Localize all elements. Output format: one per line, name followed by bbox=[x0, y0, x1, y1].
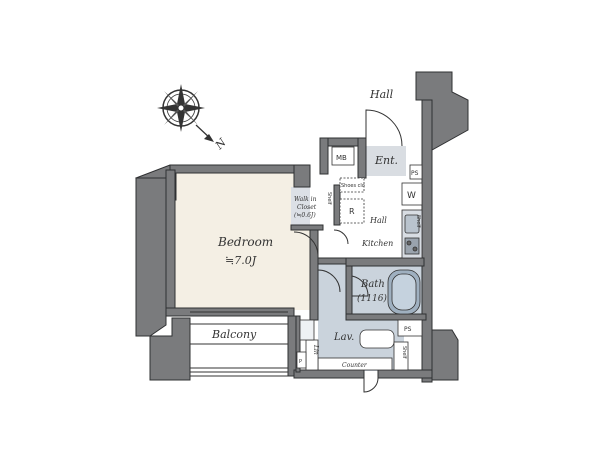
shelf-lav-label: Shelf bbox=[401, 346, 407, 359]
mb-label: MB bbox=[336, 154, 347, 162]
shelf-lav-box bbox=[393, 341, 409, 371]
bath-size: (1116) bbox=[357, 293, 387, 304]
closet-size: (≒0.6J) bbox=[294, 212, 316, 219]
shoes-closet-box bbox=[339, 177, 365, 193]
kitchen-sink bbox=[404, 214, 420, 234]
bedroom-size: ≒7.0J bbox=[225, 254, 257, 267]
lavatory-door[interactable] bbox=[317, 269, 341, 293]
doors bbox=[190, 109, 403, 393]
balcony-railing bbox=[189, 323, 289, 377]
counter-label: Counter bbox=[342, 362, 368, 369]
ps-top-box bbox=[409, 164, 423, 180]
bedroom-name: Bedroom bbox=[217, 235, 273, 249]
ps-small-label: P bbox=[299, 359, 302, 365]
entrance-label: Ent. bbox=[374, 154, 398, 167]
kitchen-label: Kitchen bbox=[361, 239, 393, 248]
shelf-closet-label: Shelf bbox=[326, 192, 332, 205]
ps-small-box bbox=[296, 351, 307, 369]
closet-name-line2: Closet bbox=[297, 204, 317, 211]
refrigerator-label: R bbox=[349, 207, 355, 216]
bath-name: Bath bbox=[360, 279, 385, 290]
mb-box bbox=[331, 146, 355, 166]
linen-label: Lin bbox=[312, 344, 319, 355]
outer-hall-label: Hall bbox=[369, 88, 394, 101]
labels: Hall MB Ent. PS Shoes clo W Walk in Clos… bbox=[211, 88, 421, 369]
bedroom-floor bbox=[175, 173, 310, 310]
bottom-door[interactable] bbox=[363, 377, 379, 393]
bath-door[interactable] bbox=[351, 275, 369, 297]
washer-label: W bbox=[407, 191, 416, 201]
closet-door[interactable] bbox=[333, 229, 349, 245]
bedroom-door[interactable] bbox=[293, 231, 319, 257]
entrance-floor bbox=[364, 146, 406, 176]
balcony-label: Balcony bbox=[211, 328, 257, 341]
inner-hall-label: Hall bbox=[369, 216, 387, 225]
washer-box bbox=[401, 182, 423, 206]
ps-bottom-box bbox=[397, 319, 423, 337]
refrigerator-box bbox=[339, 198, 365, 224]
kitchen-stove bbox=[404, 237, 420, 255]
compass-north-label: N bbox=[212, 136, 229, 153]
closet-name-line1: Walk in bbox=[294, 196, 317, 203]
washbasin bbox=[359, 329, 395, 349]
lavatory-label: Lav. bbox=[333, 332, 354, 343]
shelf-kitchen-label: Shelf bbox=[415, 215, 421, 228]
fixtures bbox=[296, 146, 423, 371]
lav-washing-unit bbox=[299, 319, 315, 341]
ps-bottom-label: PS bbox=[404, 326, 412, 333]
entrance-door[interactable] bbox=[365, 109, 403, 147]
compass-rose-icon bbox=[157, 84, 214, 142]
ps-top-label: PS bbox=[411, 170, 419, 177]
shoes-closet-label: Shoes clo bbox=[341, 183, 365, 189]
